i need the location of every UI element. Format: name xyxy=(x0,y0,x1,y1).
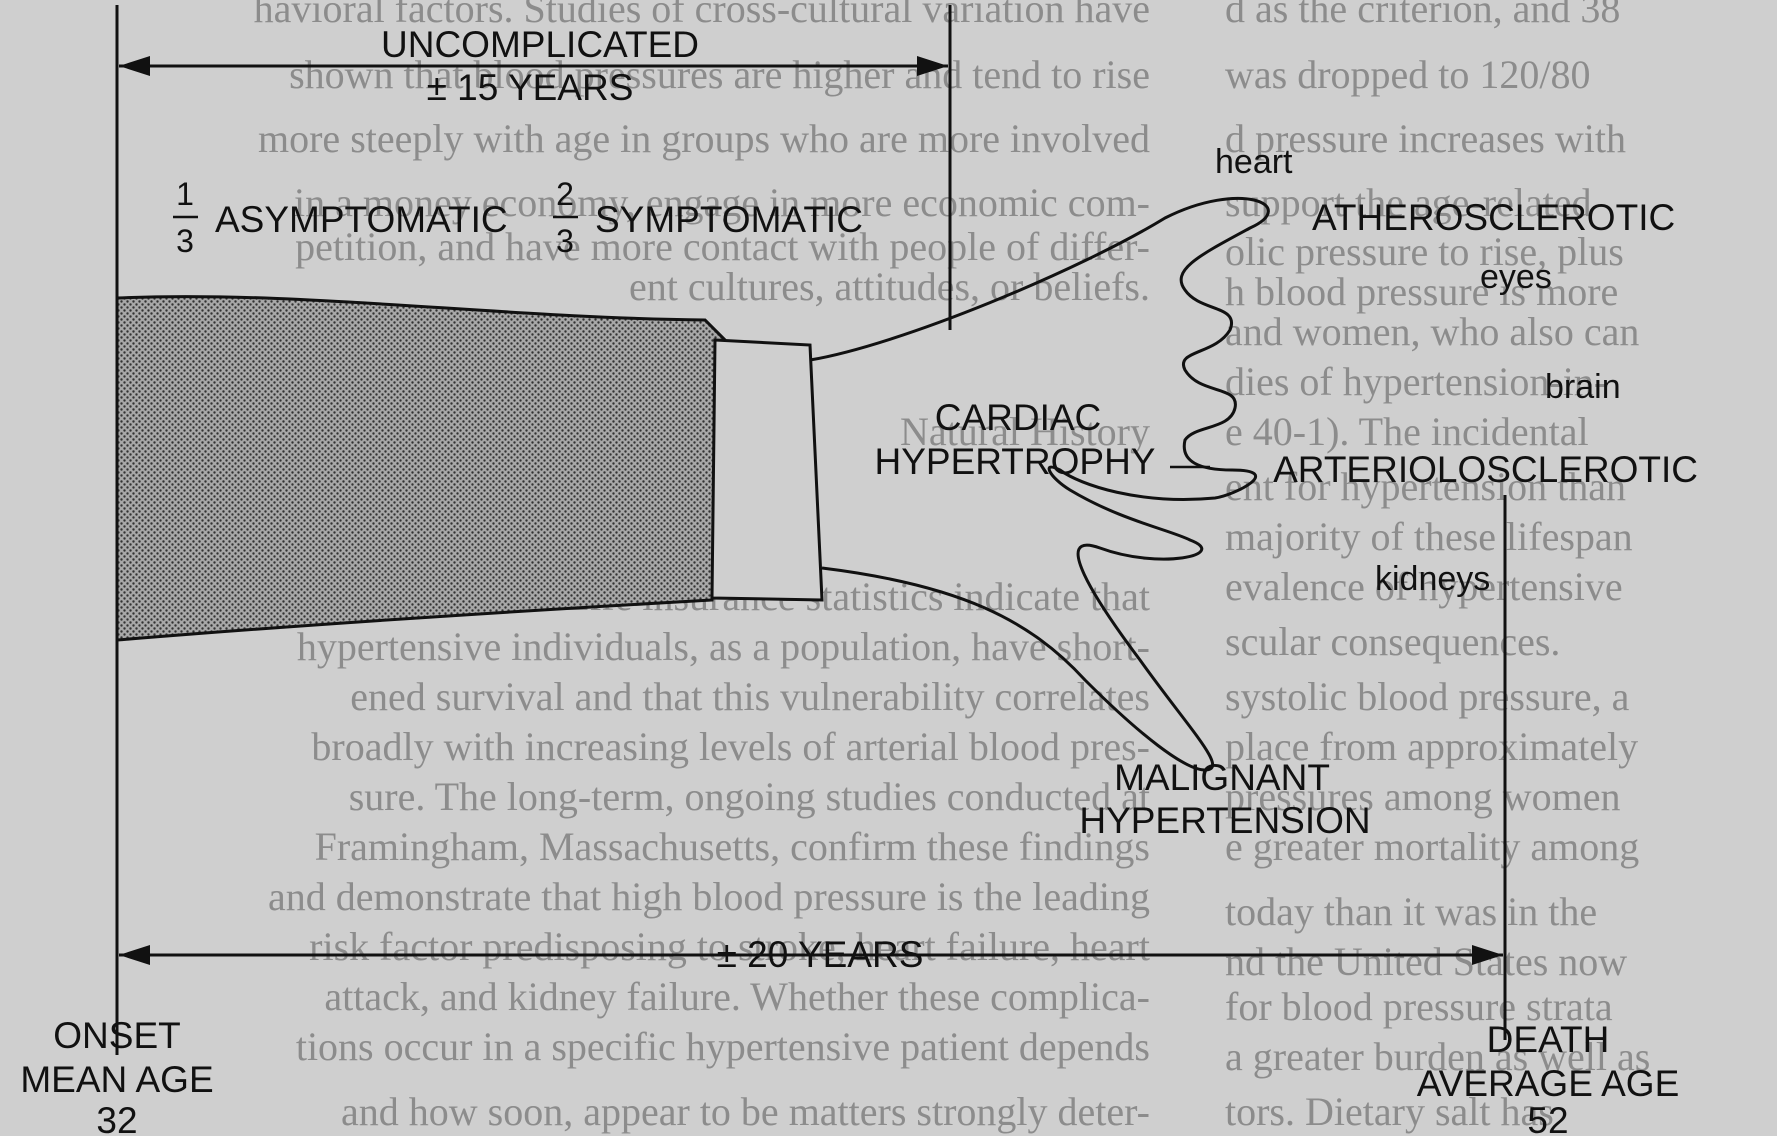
uncomplicated-duration: ± 15 YEARS xyxy=(427,67,634,108)
bg-line: hypertensive individuals, as a populatio… xyxy=(297,624,1150,669)
svg-text:2: 2 xyxy=(556,176,574,212)
asymptomatic-label: ASYMPTOMATIC xyxy=(215,199,508,240)
atherosclerotic-label: ATHEROSCLEROTIC xyxy=(1312,197,1675,238)
cardiac-label: CARDIAC xyxy=(935,397,1102,438)
bg-line: ent cultures, attitudes, or beliefs. xyxy=(629,264,1150,309)
svg-text:3: 3 xyxy=(176,223,194,259)
brain-label: brain xyxy=(1545,368,1621,406)
bg-line: tions occur in a specific hypertensive p… xyxy=(296,1024,1150,1069)
bg-line: scular consequences. xyxy=(1225,619,1560,664)
bg-line: broadly with increasing levels of arteri… xyxy=(311,724,1150,769)
uncomplicated-label: UNCOMPLICATED xyxy=(381,24,699,65)
eyes-label: eyes xyxy=(1480,258,1552,296)
bg-line: more steeply with age in groups who are … xyxy=(258,116,1150,161)
hypertrophy-label: HYPERTROPHY xyxy=(875,441,1156,482)
bg-line: systolic blood pressure, a xyxy=(1225,674,1630,719)
bg-line: and demonstrate that high blood pressure… xyxy=(268,874,1150,919)
bg-line: e 40-1). The incidental xyxy=(1225,409,1589,454)
symptomatic-label: SYMPTOMATIC xyxy=(595,199,863,240)
bg-line: ened survival and that this vulnerabilit… xyxy=(350,674,1150,719)
svg-text:1: 1 xyxy=(176,176,194,212)
arteriolosclerotic-label: ARTERIOLOSCLEROTIC xyxy=(1273,449,1698,490)
bg-line: today than it was in the xyxy=(1225,889,1597,934)
asymptomatic-fraction: 1 3 xyxy=(173,176,198,259)
kidneys-label: kidneys xyxy=(1375,560,1490,598)
bg-line: was dropped to 120/80 xyxy=(1225,52,1591,97)
disease-course-body xyxy=(117,297,725,640)
svg-text:3: 3 xyxy=(556,223,574,259)
hypertension-label: HYPERTENSION xyxy=(1079,800,1370,841)
bg-line: d as the criterion, and 38 xyxy=(1225,0,1620,31)
death-average-age-label: AVERAGE AGE xyxy=(1417,1063,1680,1104)
bg-line: h blood pressure is more xyxy=(1225,269,1618,314)
bg-line: sure. The long-term, ongoing studies con… xyxy=(349,774,1150,819)
death-age-value: 52 xyxy=(1527,1100,1568,1136)
total-course-label: ± 20 YEARS xyxy=(717,934,924,975)
bg-line: attack, and kidney failure. Whether thes… xyxy=(324,974,1150,1019)
onset-label: ONSET xyxy=(53,1015,180,1056)
bg-line: nd the United States now xyxy=(1225,939,1627,984)
cardiac-hypertrophy-band xyxy=(712,340,822,600)
bg-line: and women, who also can xyxy=(1225,309,1639,354)
bg-line: and how soon, appear to be matters stron… xyxy=(341,1089,1150,1134)
onset-mean-age-label: MEAN AGE xyxy=(20,1059,213,1100)
onset-age-value: 32 xyxy=(96,1100,137,1136)
death-label: DEATH xyxy=(1487,1019,1610,1060)
malignant-label: MALIGNANT xyxy=(1114,757,1330,798)
heart-label: heart xyxy=(1215,143,1293,181)
bg-line: Framingham, Massachusetts, confirm these… xyxy=(315,824,1150,869)
bg-line: majority of these lifespan xyxy=(1225,514,1633,559)
